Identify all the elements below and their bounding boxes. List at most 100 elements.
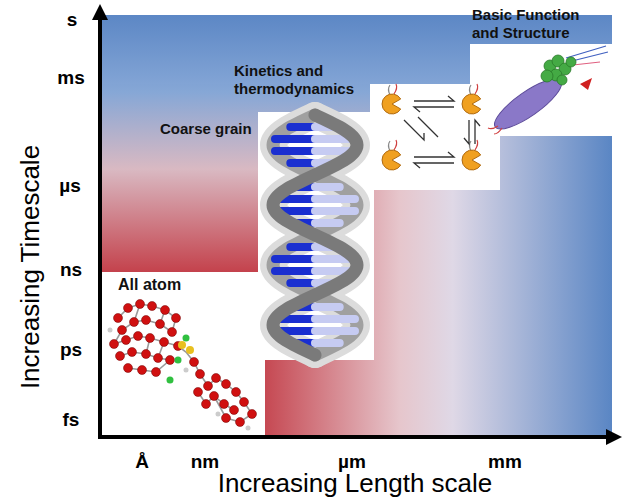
all-atom-molecule (154, 354, 163, 363)
function-panel: Basic Function and Structure (470, 44, 612, 136)
axis (92, 4, 622, 445)
axis-title: Increasing Length scale (218, 469, 493, 499)
all-atom-molecule (114, 304, 252, 422)
all-atom-molecule (194, 388, 203, 397)
all-atom-molecule (204, 382, 213, 391)
all-atom-molecule (178, 341, 186, 349)
all-atom-molecule (118, 326, 127, 335)
dna-helix (273, 115, 357, 355)
motor-protein (488, 126, 502, 134)
binding-equilibrium (462, 94, 481, 114)
all-atom-molecule (190, 358, 199, 367)
all-atom-molecule (146, 334, 155, 343)
all-atom-molecule (166, 356, 175, 365)
all-atom-molecule (116, 352, 125, 361)
binding-equilibrium (418, 117, 438, 137)
binding-equilibrium (389, 85, 472, 151)
axis (98, 435, 608, 439)
all-atom-molecule (222, 414, 231, 423)
binding-equilibrium (475, 120, 480, 144)
axis (92, 4, 108, 20)
all-atom-molecule (114, 314, 123, 323)
kinetics-panel: Kinetics and thermodynamics (370, 84, 500, 190)
plot-background (100, 15, 612, 437)
scale-panel (470, 44, 612, 136)
tick-label: fs (63, 409, 80, 431)
all-atom-molecule (142, 350, 151, 359)
all-atom-molecule (110, 300, 257, 427)
all-atom-molecule (222, 380, 231, 389)
all-atom-molecule (148, 302, 157, 311)
all-atom-molecule (108, 300, 257, 431)
tick-label: mm (488, 451, 522, 473)
dna-helix (273, 115, 357, 355)
scale-title: Kinetics and thermodynamics (234, 62, 368, 98)
all-atom-molecule (230, 406, 239, 415)
tick-label: s (67, 9, 78, 31)
all-atom-molecule (160, 338, 169, 347)
all-atom-molecule (168, 328, 177, 337)
all-atom-molecule (212, 374, 221, 383)
all-atom-molecule (110, 340, 119, 349)
all-atom-molecule (236, 418, 245, 427)
axis-title: Increasing Timescale (16, 145, 46, 389)
binding-equilibrium (382, 94, 481, 170)
motor-protein (541, 70, 553, 82)
dna-helix (273, 115, 357, 355)
all-atom-molecule (142, 316, 151, 325)
all-atom-molecule (186, 346, 194, 354)
all-atom-molecule (124, 304, 133, 313)
tick-label: Å (135, 451, 149, 473)
dna-helix (273, 115, 357, 355)
binding-equilibrium (414, 107, 454, 112)
motor-protein (557, 75, 567, 85)
binding-equilibrium (382, 150, 401, 170)
all-atom-molecule (124, 364, 133, 373)
all-atom-molecule (175, 357, 182, 364)
axis (98, 18, 102, 439)
scale-panel (100, 272, 265, 437)
dna-helix (273, 115, 357, 355)
all-atom-molecule (232, 388, 241, 397)
all-atom-molecule (128, 348, 137, 357)
binding-equilibrium (414, 152, 454, 157)
all-atom-molecule (138, 366, 147, 375)
scale-panel (258, 112, 374, 360)
all-atom-molecule (108, 328, 251, 431)
scale-panel (100, 44, 612, 437)
binding-equilibrium (414, 163, 454, 168)
all-atom-molecule (220, 400, 229, 409)
scale-title: All atom (118, 276, 181, 294)
all-atom-molecule (202, 400, 211, 409)
motor-protein (488, 46, 608, 137)
all-atom-molecule (248, 410, 257, 419)
tick-label: ps (60, 339, 82, 361)
tick-label: ms (57, 67, 84, 89)
binding-equilibrium (389, 84, 478, 151)
all-atom-molecule (122, 336, 131, 345)
tick-label: µs (59, 175, 81, 197)
binding-equilibrium (404, 120, 424, 140)
all-atom-molecule (167, 377, 174, 384)
all-atom-molecule (108, 328, 113, 333)
axis (606, 429, 622, 445)
binding-equilibrium (464, 120, 469, 144)
all-atom-molecule (240, 398, 249, 407)
binding-equilibrium (404, 96, 480, 168)
all-atom-molecule (161, 306, 170, 315)
coarse-grain-panel: Coarse grain (258, 112, 374, 360)
binding-equilibrium (382, 94, 401, 114)
all-atom-molecule (136, 300, 145, 309)
binding-equilibrium (382, 84, 481, 170)
motor-protein (580, 78, 592, 90)
plot-background (100, 15, 612, 437)
motor-protein (541, 55, 576, 85)
all-atom-molecule (196, 370, 205, 379)
binding-equilibrium (394, 84, 478, 150)
all-atom-panel: All atom (100, 272, 265, 437)
binding-equilibrium (462, 150, 481, 170)
scale-title: Basic Function and Structure (472, 6, 602, 42)
motor-protein (566, 57, 576, 67)
all-atom-molecule (210, 392, 219, 401)
